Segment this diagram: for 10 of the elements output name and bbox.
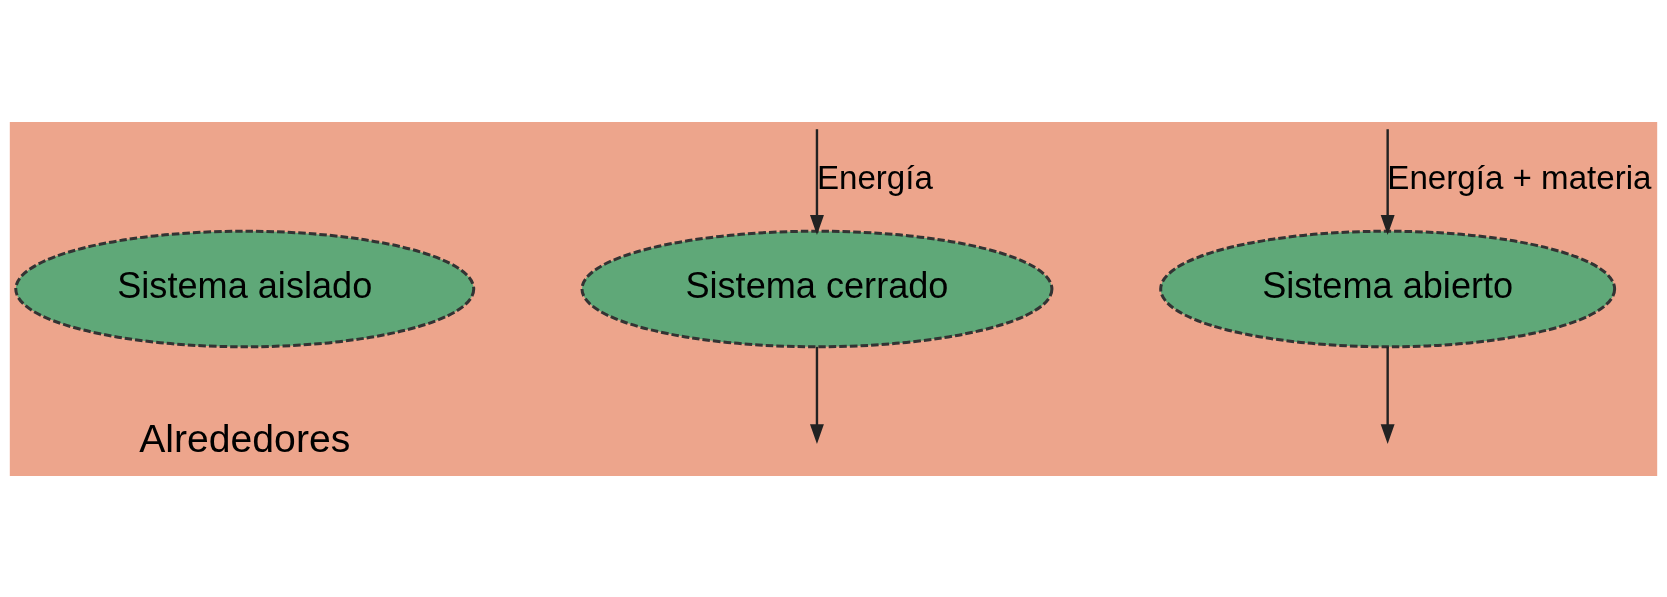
arrow	[1380, 128, 1395, 235]
node-ellipse: Sistema abierto	[1159, 229, 1617, 348]
label: Alrededores	[139, 416, 351, 460]
arrow	[810, 128, 824, 235]
arrow	[810, 346, 824, 444]
edge-label: Energía	[816, 158, 933, 196]
node-ellipse: Sistema aislado	[14, 229, 476, 348]
arrow	[1380, 346, 1395, 444]
node-ellipse: Sistema cerrado	[580, 229, 1054, 348]
edge-label: Energía + materia	[1387, 158, 1652, 196]
